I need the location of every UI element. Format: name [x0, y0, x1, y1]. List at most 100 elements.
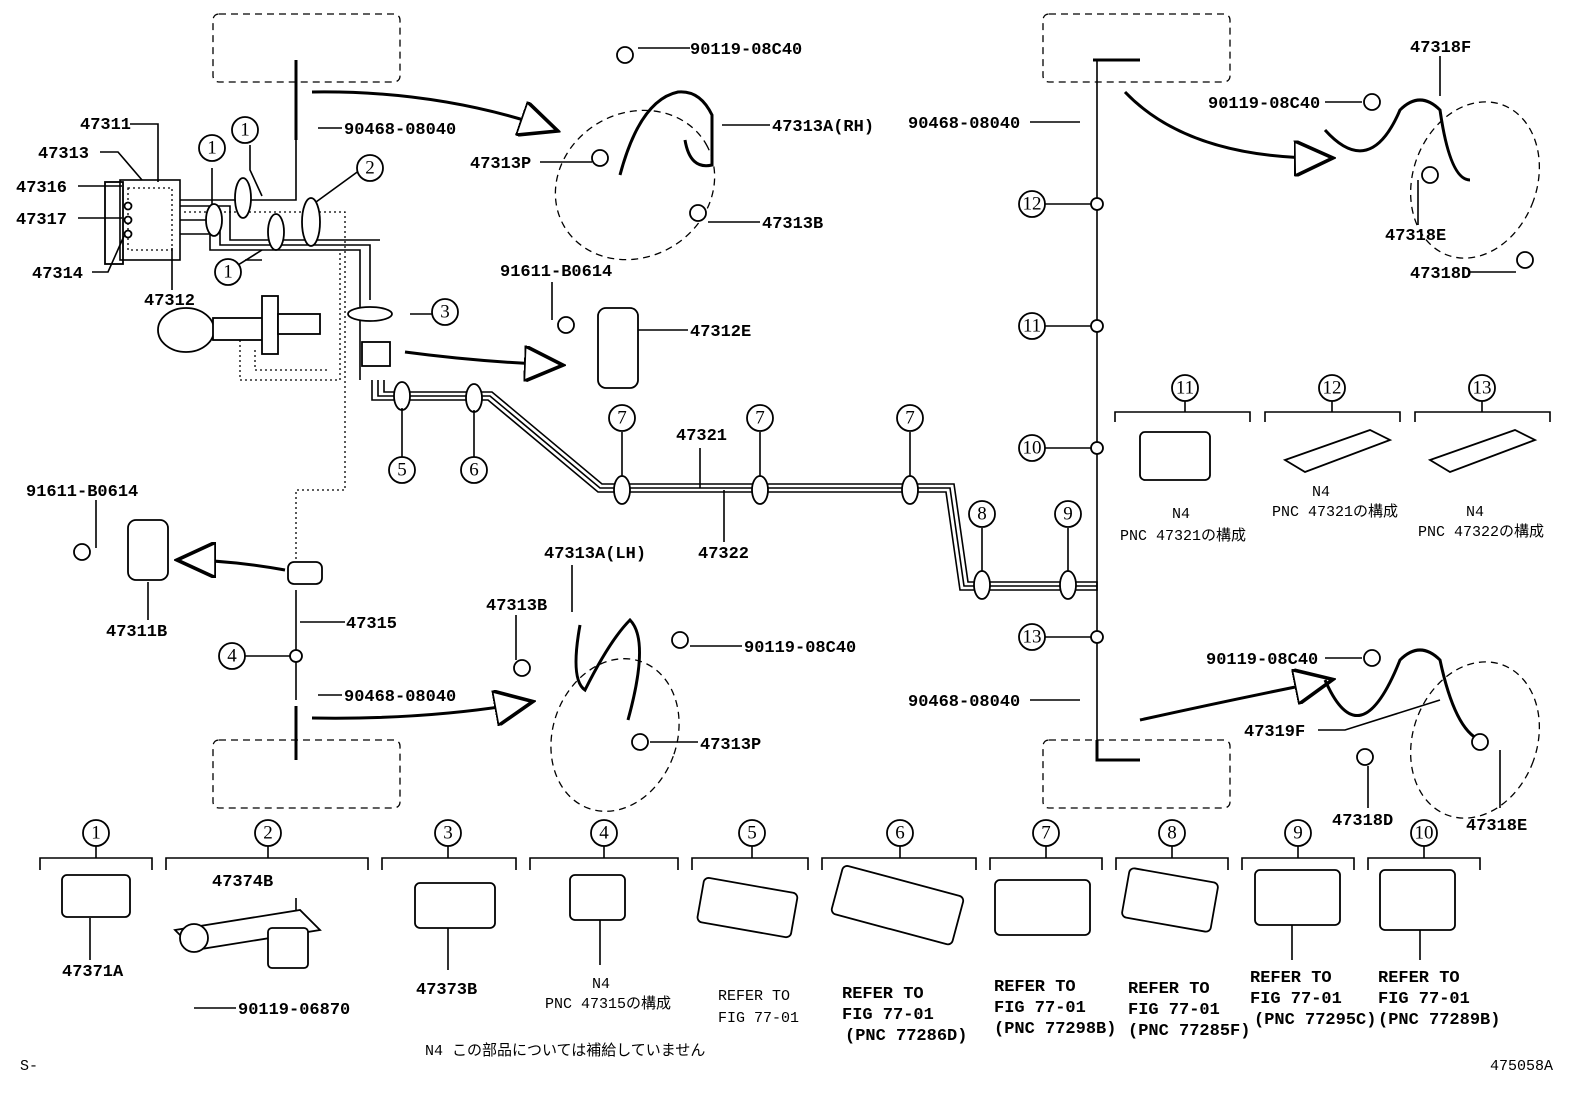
svg-text:REFER TO: REFER TO: [1128, 980, 1210, 999]
master-cylinder: [104, 179, 341, 381]
svg-text:1: 1: [91, 823, 101, 844]
label-47321: 47321: [676, 427, 727, 446]
legend-13-callout: 13: [1468, 374, 1496, 402]
legend-bottom-3: 3: [434, 819, 462, 847]
svg-text:FIG 77-01: FIG 77-01: [994, 999, 1086, 1018]
svg-text:47371A: 47371A: [62, 963, 124, 982]
svg-text:(PNC 77285F): (PNC 77285F): [1128, 1022, 1250, 1041]
svg-text:5: 5: [397, 460, 407, 481]
label-90468-08040-rtop: 90468-08040: [908, 115, 1020, 134]
label-47318D-top: 47318D: [1410, 265, 1471, 284]
svg-text:3: 3: [443, 823, 453, 844]
label-47313A-lh: 47313A(LH): [544, 545, 646, 564]
svg-text:PNC 47315の構成: PNC 47315の構成: [545, 995, 671, 1013]
callout-12: 12: [1018, 190, 1046, 218]
hose-zone-rl: [550, 658, 680, 812]
svg-text:47374B: 47374B: [212, 873, 273, 892]
label-90119-08C40-top: 90119-08C40: [690, 41, 802, 60]
svg-text:PNC 47321の構成: PNC 47321の構成: [1120, 527, 1246, 545]
callout-1c: 1: [214, 258, 242, 286]
svg-text:PNC 47322の構成: PNC 47322の構成: [1418, 523, 1544, 541]
legend-bottom-10: 10: [1410, 819, 1438, 847]
label-90119-08C40-rbot: 90119-08C40: [1206, 651, 1318, 670]
label-90468-08040-bot: 90468-08040: [344, 688, 456, 707]
label-47313P-top: 47313P: [470, 155, 531, 174]
svg-text:(PNC 77298B): (PNC 77298B): [994, 1020, 1116, 1039]
svg-text:4: 4: [599, 823, 609, 844]
svg-text:(PNC 77295C): (PNC 77295C): [1254, 1011, 1376, 1030]
svg-text:9: 9: [1293, 823, 1303, 844]
callout-7b: 7: [746, 404, 774, 432]
svg-text:(PNC 77289B): (PNC 77289B): [1378, 1011, 1500, 1030]
svg-text:N4: N4: [1312, 484, 1330, 501]
svg-text:7: 7: [1041, 823, 1051, 844]
svg-text:2: 2: [365, 158, 375, 179]
label-91611-B0614-mid: 91611-B0614: [500, 263, 612, 282]
svg-text:REFER TO: REFER TO: [994, 978, 1076, 997]
svg-text:REFER TO: REFER TO: [718, 988, 790, 1005]
svg-text:REFER TO: REFER TO: [1250, 969, 1332, 988]
wheel-box-front-right: [1042, 13, 1231, 83]
label-47311B: 47311B: [106, 623, 167, 642]
hose-zone-fl: [554, 109, 716, 261]
label-47317: 47317: [16, 211, 67, 230]
callout-9: 9: [1054, 500, 1082, 528]
label-47311: 47311: [80, 116, 131, 135]
svg-text:7: 7: [617, 408, 627, 429]
svg-text:8: 8: [1167, 823, 1177, 844]
svg-text:13: 13: [1473, 378, 1492, 399]
label-47313A-rh: 47313A(RH): [772, 118, 874, 137]
bracket-47311B: [127, 519, 169, 581]
wheel-box-front-left: [212, 13, 401, 83]
callout-13: 13: [1018, 623, 1046, 651]
svg-text:10: 10: [1415, 823, 1434, 844]
bracket-47312E: [597, 307, 639, 389]
svg-text:12: 12: [1323, 378, 1342, 399]
legend-bottom-9: 9: [1284, 819, 1312, 847]
svg-text:N4: N4: [1172, 506, 1190, 523]
svg-text:(PNC 77286D): (PNC 77286D): [845, 1027, 967, 1046]
hose-zone-fr: [1409, 101, 1541, 259]
svg-text:47373B: 47373B: [416, 981, 477, 1000]
svg-text:PNC 47321の構成: PNC 47321の構成: [1272, 503, 1398, 521]
callout-4: 4: [218, 642, 246, 670]
callout-2: 2: [356, 154, 384, 182]
hose-zone-rr: [1409, 661, 1541, 819]
svg-text:13: 13: [1023, 627, 1042, 648]
callout-6: 6: [460, 456, 488, 484]
svg-text:1: 1: [240, 120, 250, 141]
legend-bottom-4: 4: [590, 819, 618, 847]
svg-text:8: 8: [977, 504, 987, 525]
callout-10: 10: [1018, 434, 1046, 462]
svg-text:1: 1: [223, 262, 233, 283]
svg-text:10: 10: [1023, 438, 1042, 459]
wheel-box-rear-right: [1042, 739, 1231, 809]
diagram-code: 475058A: [1490, 1058, 1553, 1075]
svg-text:4: 4: [227, 646, 237, 667]
label-47318D-bot: 47318D: [1332, 812, 1393, 831]
label-47319F: 47319F: [1244, 723, 1305, 742]
legend-bottom-1: 1: [82, 819, 110, 847]
svg-text:3: 3: [440, 302, 450, 323]
label-47314: 47314: [32, 265, 83, 284]
label-47322: 47322: [698, 545, 749, 564]
label-90119-08C40-rtop: 90119-08C40: [1208, 95, 1320, 114]
callout-3: 3: [431, 298, 459, 326]
label-91611-B0614-left: 91611-B0614: [26, 483, 138, 502]
callout-1a: 1: [198, 134, 226, 162]
legend-right: 11 12 13 N4 PNC 47321の構成 N4 PNC 47321の構成…: [1114, 374, 1551, 545]
legend-bottom-2: 2: [254, 819, 282, 847]
svg-text:1: 1: [207, 138, 217, 159]
label-47315: 47315: [346, 615, 397, 634]
svg-text:90119-06870: 90119-06870: [238, 1001, 350, 1020]
svg-text:6: 6: [895, 823, 905, 844]
svg-text:FIG 77-01: FIG 77-01: [718, 1010, 799, 1027]
svg-text:REFER TO: REFER TO: [842, 985, 924, 1004]
svg-text:N4: N4: [1466, 504, 1484, 521]
svg-text:7: 7: [755, 408, 765, 429]
label-47316: 47316: [16, 179, 67, 198]
callout-11: 11: [1018, 312, 1046, 340]
label-47318F: 47318F: [1410, 39, 1471, 58]
svg-text:7: 7: [905, 408, 915, 429]
legend-bottom-5: 5: [738, 819, 766, 847]
